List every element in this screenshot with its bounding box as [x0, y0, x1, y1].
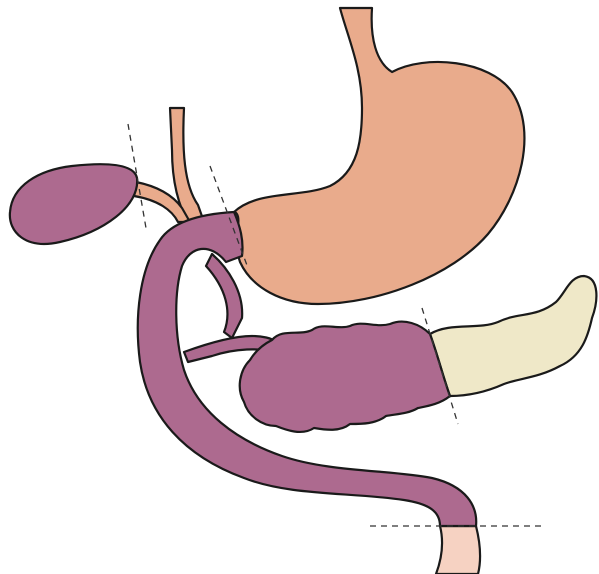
gallbladder — [10, 164, 137, 244]
pancreas-tail — [430, 276, 596, 396]
stomach — [234, 8, 524, 304]
jejunum-stump — [436, 526, 480, 574]
vessel-upper — [206, 254, 242, 338]
